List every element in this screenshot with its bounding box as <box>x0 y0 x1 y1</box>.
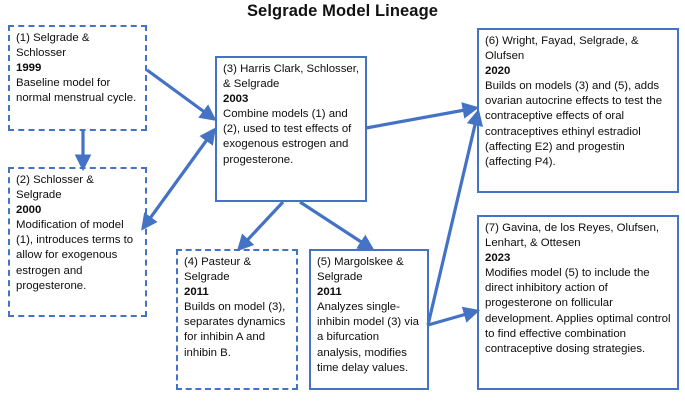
node-1-description: Baseline model for normal menstrual cycl… <box>16 77 137 105</box>
node-2-description: Modification of model (1), introduces te… <box>16 219 134 292</box>
page-title: Selgrade Model Lineage <box>246 2 439 20</box>
node-7-gavina-de-los-reyes-olufsen-lenhart-ottesen-2023[interactable]: (7) Gavina, de los Reyes, Olufsen, Lenha… <box>477 215 679 390</box>
edge-5-to-6 <box>426 108 484 326</box>
node-4-pasteur-selgrade-2011[interactable]: (4) Pasteur & Selgrade 2011 Builds on mo… <box>176 249 298 390</box>
node-3-harris-clark-schlosser-selgrade-2003[interactable]: (3) Harris Clark, Schlosser, & Selgrade … <box>215 56 367 202</box>
node-3-description: Combine models (1) and (2), used to test… <box>223 108 352 166</box>
node-5-year: 2011 <box>317 286 342 299</box>
node-5-margolskee-selgrade-2011[interactable]: (5) Margolskee & Selgrade 2011 Analyzes … <box>309 249 429 390</box>
edge-2-to-3 <box>141 127 216 231</box>
node-6-wright-fayad-selgrade-olufsen-2020[interactable]: (6) Wright, Fayad, Selgrade, & Olufsen 2… <box>477 28 679 193</box>
node-4-description: Builds on model (3), separates dynamics … <box>184 301 286 359</box>
node-7-description: Modifies model (5) to include the direct… <box>485 267 671 355</box>
edge-3-to-4 <box>236 200 285 252</box>
node-2-schlosser-selgrade-2000[interactable]: (2) Schlosser & Selgrade 2000 Modificati… <box>8 167 147 317</box>
node-3-year: 2003 <box>223 93 249 106</box>
edge-5-to-7 <box>427 306 481 327</box>
node-3-authors: (3) Harris Clark, Schlosser, & Selgrade <box>223 63 360 91</box>
node-6-authors: (6) Wright, Fayad, Selgrade, & Olufsen <box>485 35 639 63</box>
edge-1-to-3 <box>146 68 217 121</box>
node-1-year: 1999 <box>16 62 42 75</box>
node-2-authors: (2) Schlosser & Selgrade <box>16 174 94 202</box>
node-7-authors: (7) Gavina, de los Reyes, Olufsen, Lenha… <box>485 222 660 250</box>
node-2-year: 2000 <box>16 204 42 217</box>
edge-3-to-6 <box>365 102 480 130</box>
node-4-year: 2011 <box>184 286 209 299</box>
node-4-authors: (4) Pasteur & Selgrade <box>184 256 252 284</box>
node-5-description: Analyzes single-inhibin model (3) via a … <box>317 301 419 374</box>
node-1-authors: (1) Selgrade & Schlosser <box>16 32 90 60</box>
node-1-selgrade-schlosser-1999[interactable]: (1) Selgrade & Schlosser 1999 Baseline m… <box>8 25 147 131</box>
node-6-year: 2020 <box>485 65 511 78</box>
edge-3-to-5 <box>299 200 375 251</box>
node-6-description: Builds on models (3) and (5), adds ovari… <box>485 80 663 168</box>
node-5-authors: (5) Margolskee & Selgrade <box>317 256 404 284</box>
node-7-year: 2023 <box>485 252 511 265</box>
